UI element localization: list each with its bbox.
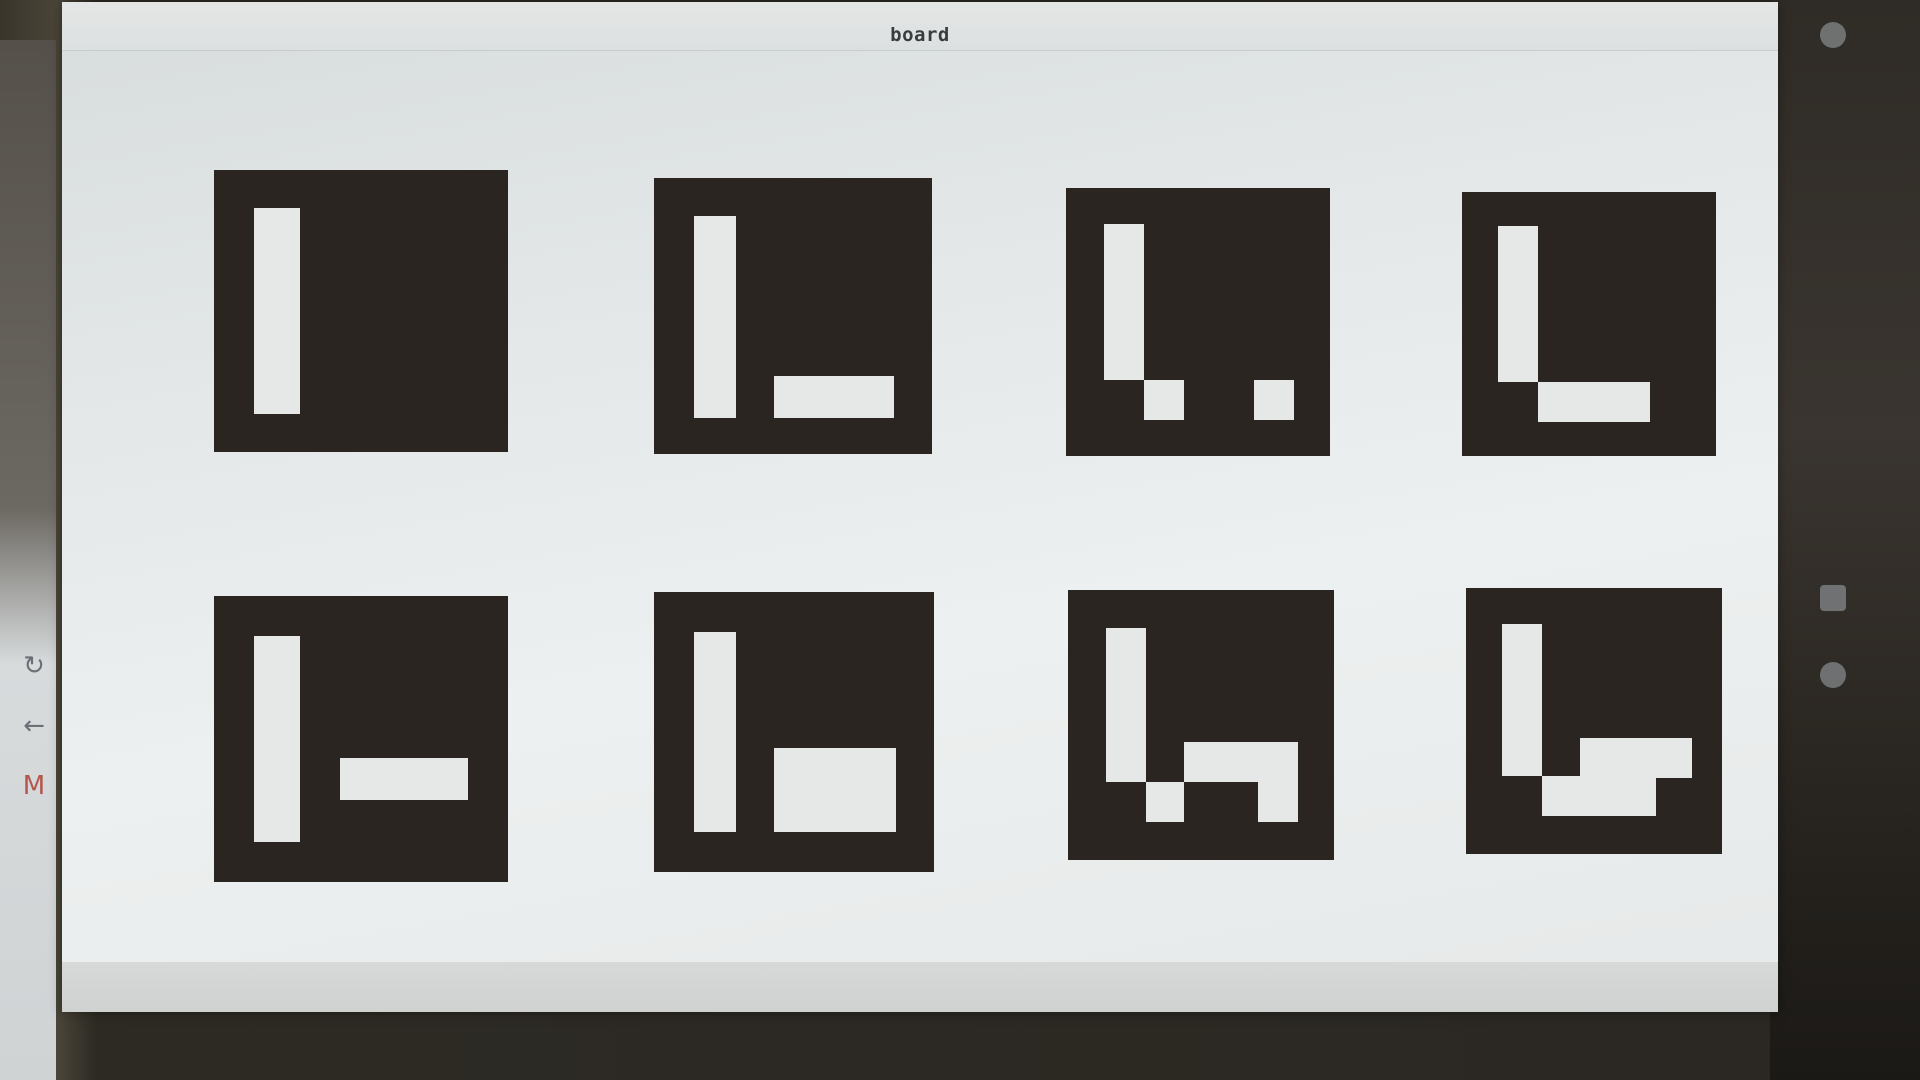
back-arrow-icon[interactable]: ← [23, 711, 45, 741]
desktop-right-panel [1770, 0, 1920, 1080]
marker-cell [1184, 742, 1298, 782]
marker-cell [1580, 738, 1692, 778]
marker-cell [1258, 782, 1298, 822]
marker-cell [1254, 380, 1294, 420]
window-footer [62, 962, 1778, 1012]
panel-icon[interactable] [1820, 662, 1846, 688]
marker-cell [254, 636, 300, 842]
marker-cell [1580, 776, 1656, 816]
marker-7 [1068, 590, 1334, 860]
marker-cell [1502, 624, 1542, 776]
panel-icon[interactable] [1820, 22, 1846, 48]
marker-cell [1104, 224, 1144, 380]
marker-cell [1498, 226, 1538, 382]
marker-cell [694, 216, 736, 418]
marker-cell [1542, 776, 1580, 816]
panel-icon[interactable] [1820, 585, 1846, 611]
marker-5 [214, 596, 508, 882]
marker-cell [254, 208, 300, 414]
marker-3 [1066, 188, 1330, 456]
marker-8 [1466, 588, 1722, 854]
marker-cell [1538, 382, 1650, 422]
marker-cell [694, 632, 736, 832]
marker-cell [340, 758, 468, 800]
marker-4 [1462, 192, 1716, 456]
desktop-left-sidebar: ↻ ← M [0, 40, 56, 1080]
refresh-icon[interactable]: ↻ [23, 651, 45, 681]
mail-icon[interactable]: M [22, 771, 46, 801]
marker-1 [214, 170, 508, 452]
marker-2 [654, 178, 932, 454]
window-titlebar[interactable]: board [62, 2, 1778, 51]
marker-cell [1106, 628, 1146, 782]
marker-cell [1144, 380, 1184, 420]
marker-cell [1146, 782, 1184, 822]
board-window: board [62, 2, 1778, 1012]
marker-cell [774, 376, 894, 418]
marker-6 [654, 592, 934, 872]
marker-cell [774, 748, 896, 832]
window-title: board [890, 24, 950, 46]
